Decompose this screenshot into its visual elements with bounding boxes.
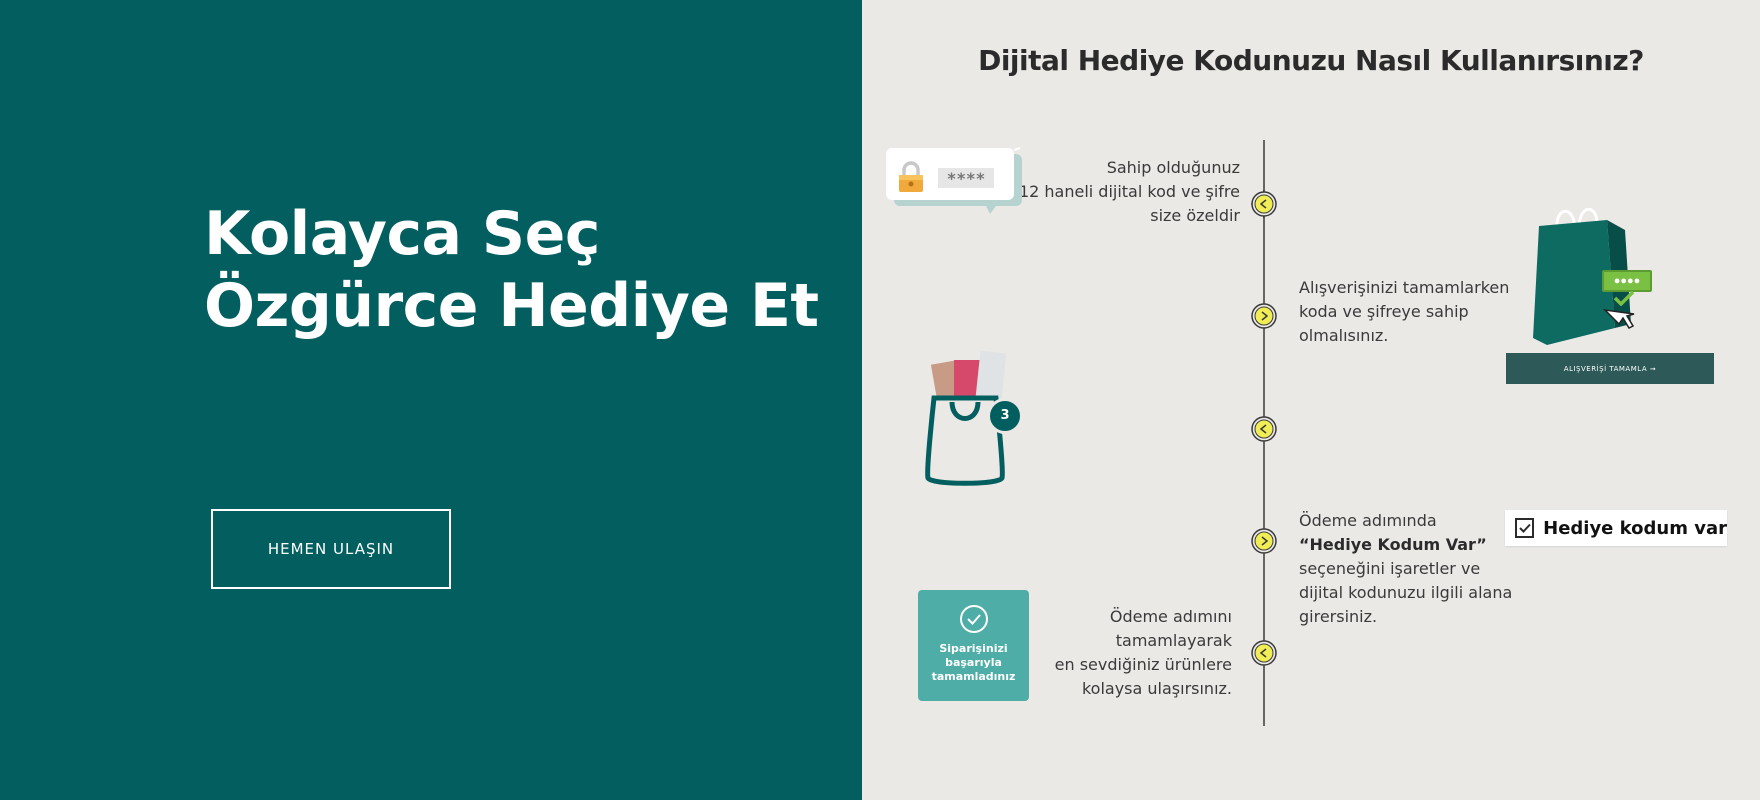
step-4-line-5: girersiniz. <box>1299 607 1378 626</box>
checkbox-box[interactable] <box>1515 518 1535 538</box>
success-check-icon <box>960 605 988 633</box>
complete-purchase-button[interactable]: ALIŞVERİŞİ TAMAMLA ➞ <box>1506 353 1714 384</box>
step-4-text: Ödeme adımında “Hediye Kodum Var” seçene… <box>1299 509 1529 629</box>
step-2-line-1: Alışverişinizi tamamlarken <box>1299 278 1510 297</box>
success-line-1: Siparişinizi <box>939 642 1008 655</box>
shopping-bag-code-illustration: ●●●● <box>1517 200 1667 350</box>
howto-panel: Dijital Hediye Kodunuzu Nasıl Kullanırsı… <box>862 0 1760 800</box>
step-4-line-2: “Hediye Kodum Var” <box>1299 535 1487 554</box>
step-1-line-3: size özeldir <box>1150 206 1240 225</box>
cart-count-badge: 3 <box>987 398 1023 434</box>
checkmark-icon <box>1518 523 1531 533</box>
hero-panel: Kolayca Seç Özgürce Hediye Et HEMEN ULAŞ… <box>0 0 862 800</box>
padlock-icon <box>899 161 923 192</box>
hero-title-line-2: Özgürce Hediye Et <box>204 271 819 341</box>
howto-title: Dijital Hediye Kodunuzu Nasıl Kullanırsı… <box>978 44 1644 77</box>
hero-title: Kolayca Seç Özgürce Hediye Et <box>204 198 819 342</box>
timeline-node-2 <box>1251 303 1277 329</box>
success-line-2: başarıyla <box>945 656 1002 669</box>
step-2-line-3: olmalısınız. <box>1299 326 1389 345</box>
step-4-line-1: Ödeme adımında <box>1299 511 1437 530</box>
step-4-line-4: dijital kodunuzu ilgili alana <box>1299 583 1513 602</box>
step-2-text: Alışverişinizi tamamlarken koda ve şifre… <box>1299 276 1519 348</box>
code-dots: ●●●● <box>1602 270 1652 292</box>
gift-code-checkbox-label: Hediye kodum var <box>1543 517 1727 539</box>
timeline-node-1 <box>1251 189 1277 219</box>
cart-bag-icon <box>925 350 1007 486</box>
step-5-line-4: kolaysa ulaşırsınız. <box>1081 679 1232 698</box>
timeline-node-5 <box>1251 640 1277 666</box>
gift-code-checkbox[interactable]: Hediye kodum var <box>1505 510 1727 546</box>
step-1-text: Sahip olduğunuz 12 haneli dijital kod ve… <box>1012 156 1240 228</box>
cart-bag-illustration <box>914 350 1024 490</box>
step-5-line-1: Ödeme adımını <box>1109 607 1232 626</box>
step-4-line-3: seçeneğini işaretler ve <box>1299 559 1481 578</box>
hero-title-line-1: Kolayca Seç <box>204 199 600 269</box>
step-5-line-3: en sevdiğiniz ürünlere <box>1054 655 1232 674</box>
step-2-line-2: koda ve şifreye sahip <box>1299 302 1469 321</box>
success-line-3: tamamladınız <box>931 670 1016 683</box>
step-1-line-1: Sahip olduğunuz <box>1106 158 1240 177</box>
step-5-text: Ödeme adımını tamamlayarak en sevdiğiniz… <box>1042 605 1232 701</box>
timeline-node-4 <box>1251 528 1277 554</box>
timeline-node-3 <box>1251 416 1277 442</box>
success-message: Siparişinizi başarıyla tamamladınız <box>918 642 1029 684</box>
step-5-line-2: tamamlayarak <box>1115 631 1232 650</box>
contact-now-button[interactable]: HEMEN ULAŞIN <box>211 509 451 589</box>
order-success-card: Siparişinizi başarıyla tamamladınız <box>918 590 1029 701</box>
check-icon <box>1613 290 1635 306</box>
step-1-line-2: 12 haneli dijital kod ve şifre <box>1018 182 1240 201</box>
code-mask: **** <box>938 168 994 188</box>
lock-code-illustration: **** <box>886 139 1036 226</box>
